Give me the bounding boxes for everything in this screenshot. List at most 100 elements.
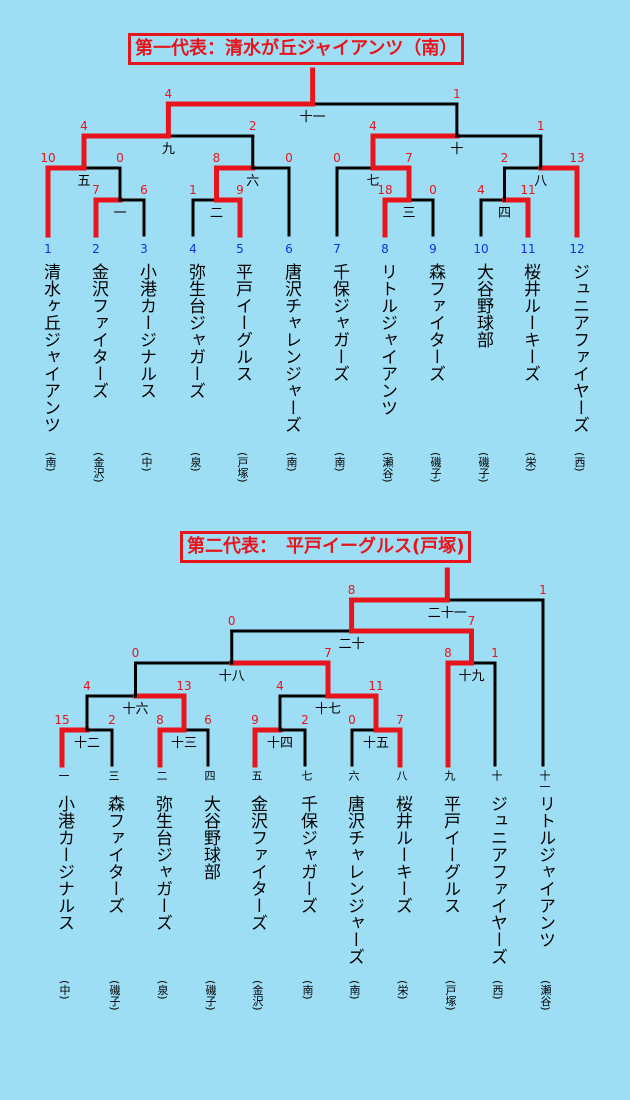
team-area: (磯子) — [204, 980, 217, 1011]
team-seed: 六 — [347, 770, 360, 781]
team-name: リトルジャイアンツ — [377, 263, 397, 416]
game-label: 十 — [450, 142, 464, 157]
team-area: (南) — [333, 452, 346, 472]
score: 0 — [116, 151, 124, 165]
game-label: 十七 — [314, 702, 342, 717]
bracket-1-title: 第一代表：清水が丘ジャイアンツ（南） — [128, 33, 465, 65]
team-area: (瀬谷) — [381, 452, 394, 483]
score: 13 — [176, 679, 192, 693]
team-number: 5 — [236, 242, 244, 256]
game-label: 一 — [113, 206, 127, 221]
team-number: 2 — [92, 242, 100, 256]
score: 8 — [444, 646, 452, 660]
score: 4 — [276, 679, 284, 693]
team-name: 平戸イーグルス — [440, 795, 460, 914]
team-name: 唐沢チャレンジャーズ — [344, 795, 364, 965]
team-area: (金沢) — [251, 980, 264, 1011]
score: 1 — [491, 646, 499, 660]
team-name: 千保ジャガーズ — [297, 795, 317, 914]
team-number: 3 — [140, 242, 148, 256]
score: 4 — [83, 679, 91, 693]
score: 0 — [348, 713, 356, 727]
team-area: (西) — [491, 980, 504, 1000]
score: 7 — [405, 151, 413, 165]
team-area: (金沢) — [92, 452, 105, 483]
team-name: 桜井ルーキーズ — [392, 795, 412, 914]
score: 13 — [569, 151, 585, 165]
score: 8 — [347, 583, 356, 597]
team-number: 7 — [333, 242, 341, 256]
score: 11 — [520, 183, 536, 197]
score: 8 — [212, 151, 221, 165]
team-name: 清水ヶ丘ジャイアンツ — [40, 263, 60, 433]
team-name: 桜井ルーキーズ — [520, 263, 540, 382]
score: 6 — [140, 183, 148, 197]
team-name: 森ファイターズ — [104, 795, 124, 914]
bracket-2-title: 第二代表： 平戸イーグルス(戸塚) — [180, 531, 472, 563]
team-area: (瀬谷) — [539, 980, 552, 1011]
team-name: 小港カージナルス — [54, 795, 74, 931]
score: 18 — [377, 183, 393, 197]
score: 7 — [467, 614, 476, 628]
score: 1 — [453, 87, 461, 101]
score: 0 — [227, 614, 236, 628]
score: 0 — [285, 151, 293, 165]
team-seed: 四 — [203, 770, 216, 781]
team-name: 大谷野球部 — [473, 263, 493, 348]
team-area: (泉) — [156, 980, 169, 1000]
game-label: 十八 — [218, 669, 245, 684]
score: 4 — [477, 183, 485, 197]
team-name: 大谷野球部 — [200, 795, 220, 880]
team-number: 8 — [381, 242, 389, 256]
score: 15 — [54, 713, 70, 727]
team-area: (磯子) — [429, 452, 442, 483]
score: 11 — [368, 679, 384, 693]
game-label: 六 — [246, 174, 260, 189]
game-label: 十二 — [73, 736, 101, 751]
team-name: 弥生台ジャガーズ — [152, 795, 172, 931]
team-name: ジュニアファイヤーズ — [569, 263, 589, 433]
team-area: (中) — [58, 980, 71, 1000]
team-number: 6 — [285, 242, 293, 256]
score: 0 — [333, 151, 341, 165]
score: 2 — [108, 713, 116, 727]
team-number: 4 — [189, 242, 197, 256]
team-seed: 五 — [250, 770, 263, 781]
game-label: 十六 — [122, 702, 149, 717]
team-area: (南) — [301, 980, 314, 1000]
team-number: 10 — [473, 242, 489, 256]
team-area: (栄) — [396, 980, 409, 1000]
team-area: (栄) — [524, 452, 537, 472]
score: 8 — [156, 713, 164, 727]
team-seed: 二 — [155, 770, 168, 781]
team-area: (西) — [573, 452, 586, 472]
score: 9 — [251, 713, 259, 727]
team-area: (南) — [348, 980, 361, 1000]
game-label: 四 — [497, 206, 512, 221]
score: 7 — [324, 646, 332, 660]
team-area: (磯子) — [108, 980, 121, 1011]
score: 6 — [204, 713, 212, 727]
team-seed: 一 — [57, 770, 70, 781]
game-label: 九 — [161, 142, 175, 157]
game-label: 五 — [77, 174, 91, 189]
game-label: 十五 — [362, 736, 390, 751]
team-name: リトルジャイアンツ — [535, 795, 555, 948]
team-name: 唐沢チャレンジャーズ — [281, 263, 301, 433]
team-name: 金沢ファイターズ — [247, 795, 267, 931]
game-label: 二 — [209, 206, 224, 221]
game-label: 二十一 — [427, 606, 467, 621]
score: 1 — [189, 183, 197, 197]
team-name: 金沢ファイターズ — [88, 263, 108, 399]
team-area: (泉) — [189, 452, 202, 472]
team-name: ジュニアファイヤーズ — [487, 795, 507, 965]
team-area: (戸塚) — [444, 980, 457, 1011]
team-seed: 八 — [395, 770, 408, 781]
team-area: (南) — [44, 452, 57, 472]
score: 7 — [396, 713, 404, 727]
game-label: 十四 — [266, 736, 294, 751]
team-seed: 十 — [490, 770, 503, 781]
team-seed: 七 — [300, 770, 313, 781]
game-label: 八 — [534, 174, 548, 189]
score: 2 — [500, 151, 509, 165]
